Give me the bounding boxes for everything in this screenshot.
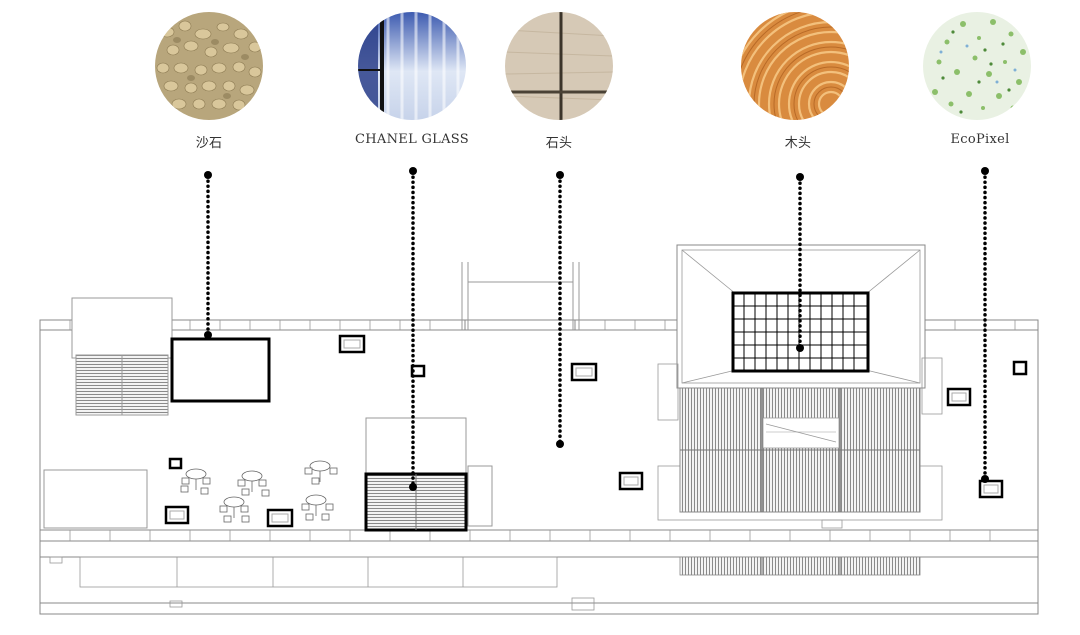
- lower-bays: [49, 556, 595, 611]
- leader-endpoints: [204, 167, 989, 491]
- central-walls: [461, 262, 580, 330]
- left-stair-block: [43, 297, 173, 529]
- stone-swatch: [505, 12, 613, 120]
- central-block: [365, 417, 493, 527]
- leader-lines: [206, 170, 987, 488]
- material-label-gravel: 沙石: [195, 136, 223, 151]
- parapet-bottom-ticks: [69, 530, 991, 541]
- material-label-ecopixel: EcoPixel: [950, 132, 1010, 147]
- gravel-swatch: [155, 12, 263, 120]
- stone-texture-icon: [505, 12, 613, 120]
- chanel-glass-zone: [364, 472, 468, 532]
- material-label-chanel-glass: CHANEL GLASS: [355, 132, 469, 147]
- outdoor-furniture: [180, 460, 338, 523]
- gravel-zone: [170, 337, 271, 403]
- material-label-wood: 木头: [784, 136, 812, 151]
- material-label-stone: 石头: [545, 136, 573, 151]
- gravel-texture-icon: [155, 12, 263, 120]
- atrium-grating: [657, 357, 943, 576]
